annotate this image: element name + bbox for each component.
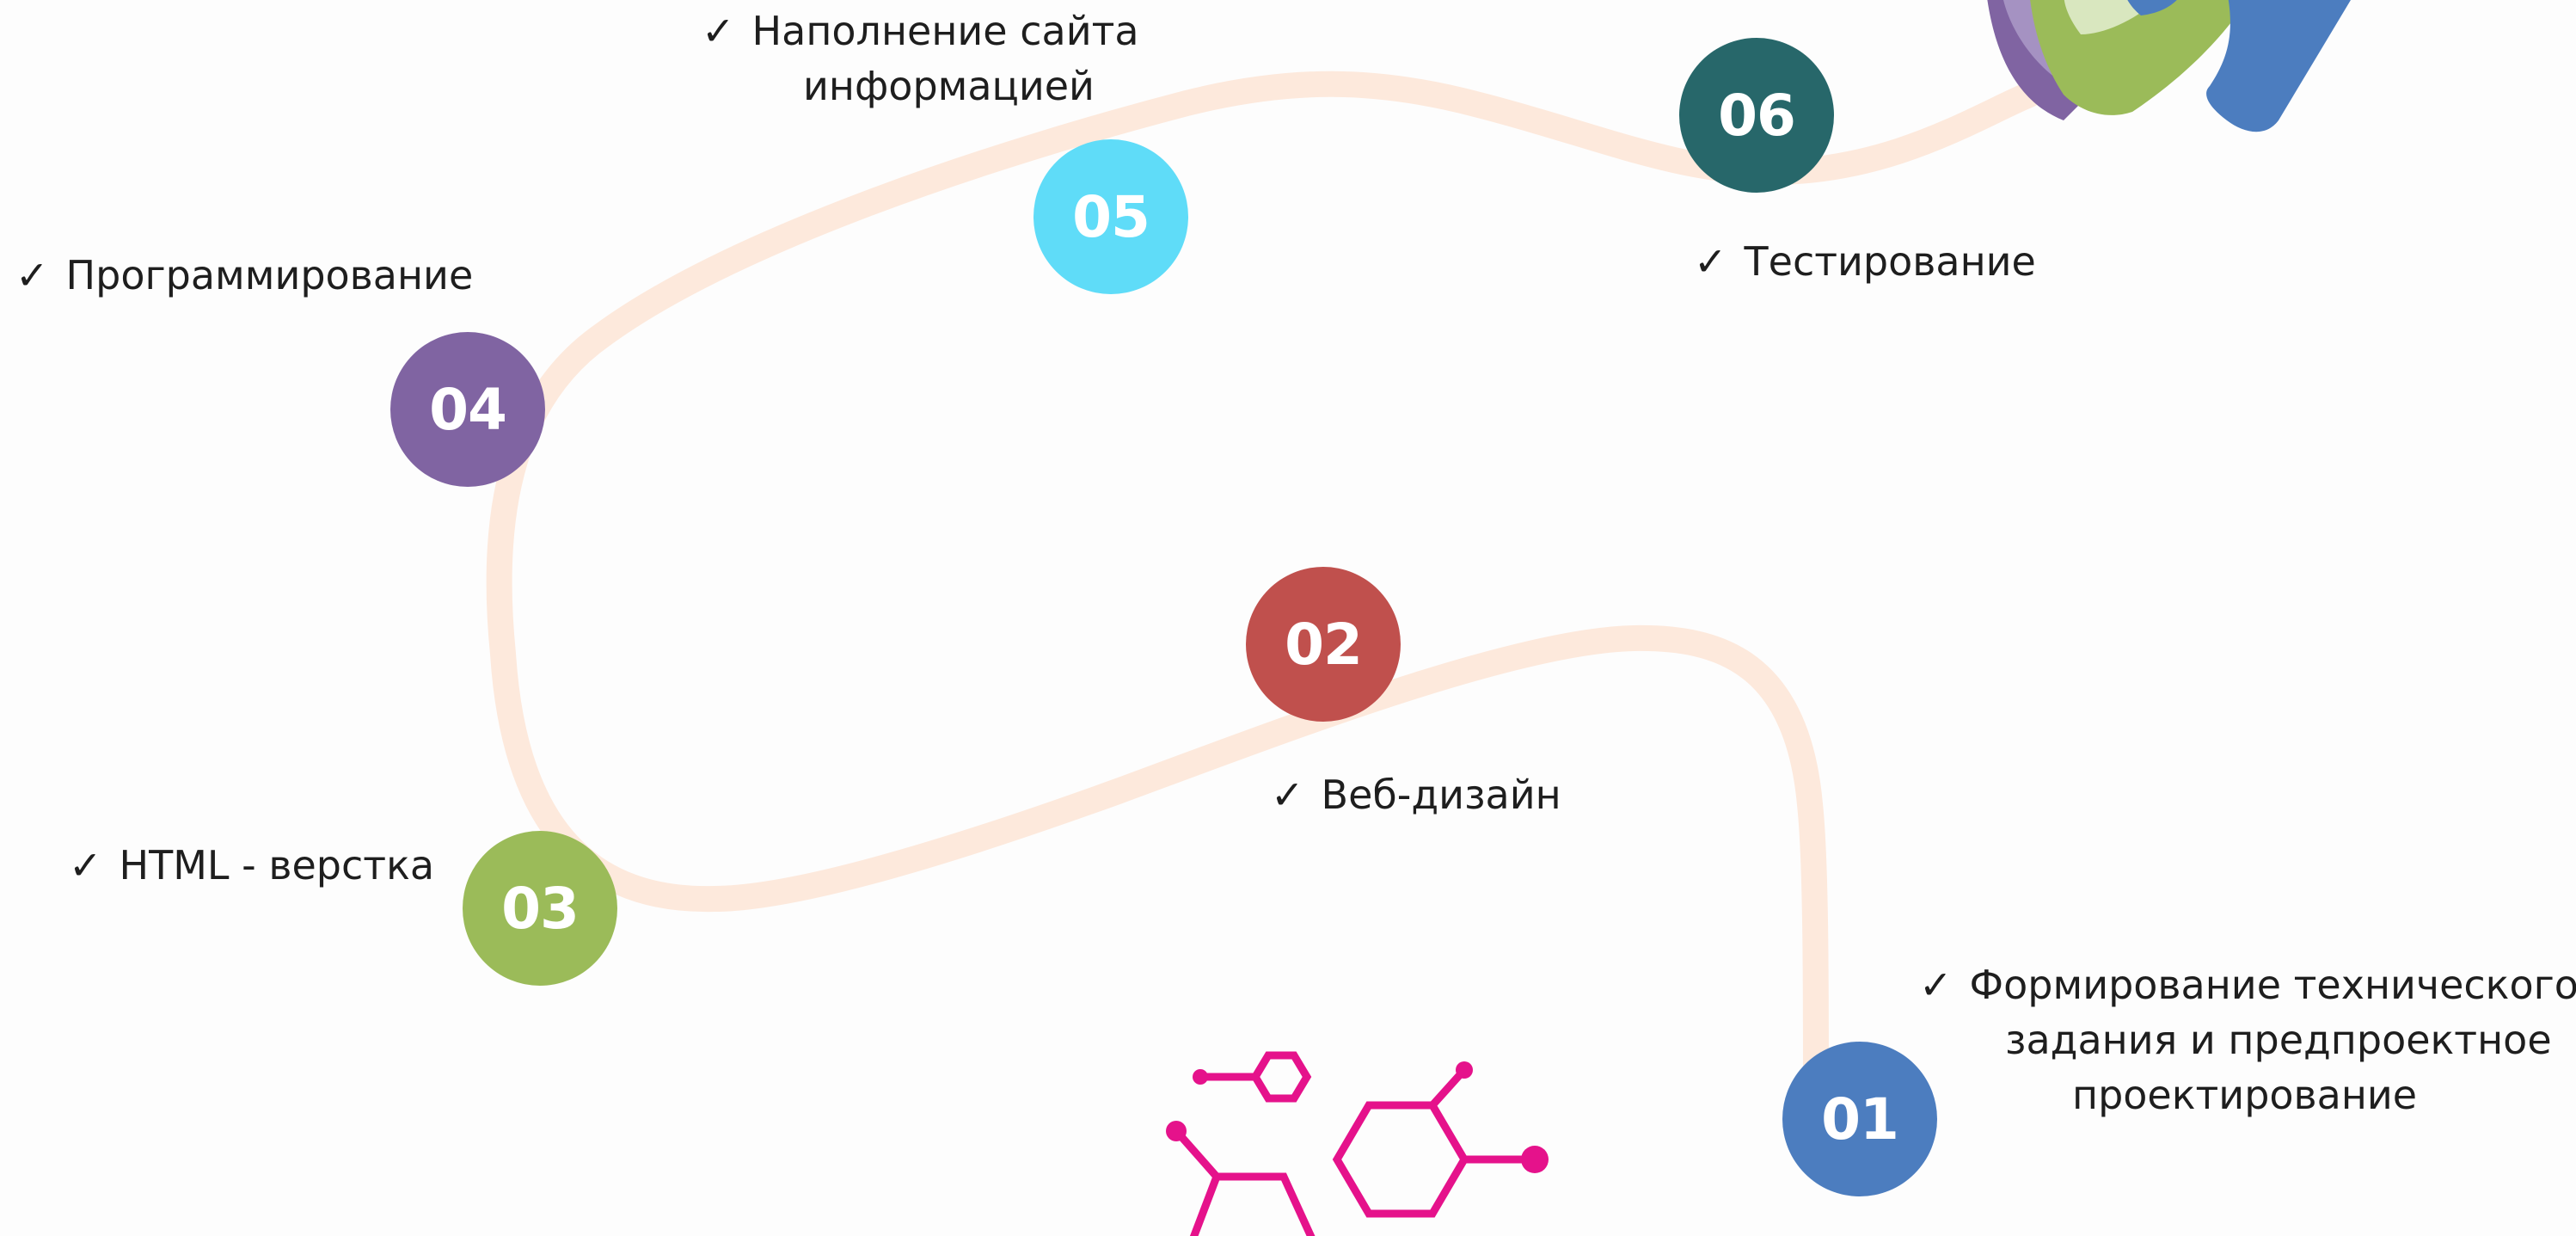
step-06-circle: 06 [1679,38,1834,193]
step-05-label: ✓Наполнение сайта информацией [702,3,1139,114]
step-01-label-line-1: ✓Формирование технического [1919,962,2576,1008]
checkmark-icon: ✓ [1694,238,1727,285]
checkmark-icon: ✓ [1919,962,1953,1008]
step-01-label-line-2: задания и предпроектное [2005,1017,2552,1063]
step-04-label: ✓Программирование [15,252,474,298]
step-02-label: ✓Веб-дизайн [1271,772,1561,818]
step-01-label: ✓Формирование технического задания и пре… [1919,957,2576,1122]
step-03-label: ✓HTML - верстка [69,842,435,889]
step-01-label-line-3: проектирование [2072,1072,2418,1118]
step-02-number: 02 [1285,611,1363,678]
hexagon-molecule-decoration-icon [1166,1051,1549,1236]
step-05-label-line-1: ✓Наполнение сайта [702,8,1139,54]
step-03-circle: 03 [463,831,617,986]
step-04-number: 04 [429,376,507,443]
step-05-number: 05 [1072,183,1150,250]
step-06-number: 06 [1718,82,1796,149]
step-04-circle: 04 [390,332,545,487]
step-05-circle: 05 [1033,139,1188,294]
checkmark-icon: ✓ [69,842,102,889]
step-05-label-line-2: информацией [803,63,1095,109]
checkmark-icon: ✓ [702,8,735,54]
step-03-number: 03 [501,875,580,942]
step-06-label: ✓Тестирование [1694,238,2036,285]
wrapped-ribbons-decoration-icon [1987,0,2351,132]
step-02-circle: 02 [1246,567,1401,722]
step-01-number: 01 [1821,1085,1899,1153]
checkmark-icon: ✓ [15,252,49,298]
checkmark-icon: ✓ [1271,772,1304,818]
step-01-circle: 01 [1782,1042,1937,1196]
roadmap-curve [486,71,2042,1105]
